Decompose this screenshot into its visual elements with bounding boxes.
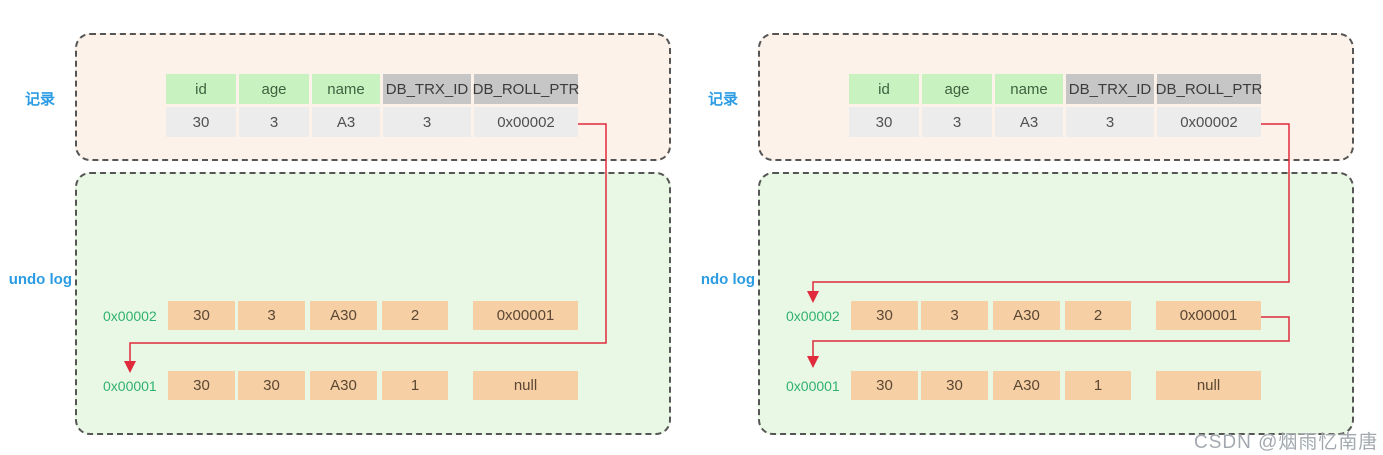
record-value-roll-ptr: 0x00002 — [474, 107, 578, 137]
record-header-trx-id: DB_TRX_ID — [1066, 74, 1154, 104]
record-header-roll-ptr: DB_ROLL_PTR — [1156, 74, 1262, 104]
record-value-age: 3 — [239, 107, 309, 137]
undo-cell-name: A30 — [310, 301, 377, 330]
record-header-row: id age name DB_TRX_ID DB_ROLL_PTR — [849, 74, 1262, 104]
undo-cell-id: 30 — [851, 301, 918, 330]
undo-cell-name: A30 — [310, 371, 377, 400]
undo-log-row: 30 3 A30 2 0x00001 — [168, 301, 578, 330]
record-value-trx-id: 3 — [1066, 107, 1154, 137]
undo-cell-name: A30 — [993, 371, 1060, 400]
undo-row-address: 0x00001 — [786, 377, 840, 394]
record-value-row: 30 3 A3 3 0x00002 — [849, 107, 1261, 137]
undo-cell-trx-id: 2 — [382, 301, 448, 330]
undo-cell-id: 30 — [168, 301, 235, 330]
undo-log-row: 30 3 A30 2 0x00001 — [851, 301, 1261, 330]
undo-cell-id: 30 — [168, 371, 235, 400]
record-value-name: A3 — [995, 107, 1063, 137]
record-header-id: id — [166, 74, 236, 104]
record-header-row: id age name DB_TRX_ID DB_ROLL_PTR — [166, 74, 579, 104]
undo-cell-trx-id: 2 — [1065, 301, 1131, 330]
undo-row-address: 0x00002 — [786, 307, 840, 324]
record-header-age: age — [239, 74, 309, 104]
record-header-trx-id: DB_TRX_ID — [383, 74, 471, 104]
record-value-trx-id: 3 — [383, 107, 471, 137]
record-header-age: age — [922, 74, 992, 104]
undo-cell-roll-ptr: 0x00001 — [1156, 301, 1261, 330]
undo-cell-roll-ptr: null — [473, 371, 578, 400]
record-header-id: id — [849, 74, 919, 104]
record-value-name: A3 — [312, 107, 380, 137]
undo-cell-age: 30 — [238, 371, 305, 400]
undo-log-region-label: ndo log — [700, 271, 755, 288]
undo-log-row: 30 30 A30 1 null — [851, 371, 1261, 400]
undo-cell-age: 3 — [238, 301, 305, 330]
record-value-id: 30 — [849, 107, 919, 137]
undo-cell-age: 3 — [921, 301, 988, 330]
undo-cell-roll-ptr: null — [1156, 371, 1261, 400]
undo-row-address: 0x00002 — [103, 307, 157, 324]
panel-left: 记录 undo log id age name DB_TRX_ID DB_ROL… — [9, 0, 675, 455]
undo-cell-name: A30 — [993, 301, 1060, 330]
record-value-row: 30 3 A3 3 0x00002 — [166, 107, 578, 137]
undo-log-row: 30 30 A30 1 null — [168, 371, 578, 400]
undo-cell-roll-ptr: 0x00001 — [473, 301, 578, 330]
record-header-name: name — [312, 74, 380, 104]
record-region-label: 记录 — [707, 91, 738, 108]
record-header-roll-ptr: DB_ROLL_PTR — [473, 74, 579, 104]
record-value-age: 3 — [922, 107, 992, 137]
panel-right: 记录 ndo log id age name DB_TRX_ID DB_ROLL… — [701, 0, 1358, 455]
record-value-id: 30 — [166, 107, 236, 137]
csdn-watermark: CSDN @烟雨忆南唐 — [1194, 432, 1379, 453]
undo-cell-trx-id: 1 — [1065, 371, 1131, 400]
undo-cell-age: 30 — [921, 371, 988, 400]
record-header-name: name — [995, 74, 1063, 104]
record-region-label: 记录 — [24, 91, 55, 108]
undo-row-address: 0x00001 — [103, 377, 157, 394]
record-value-roll-ptr: 0x00002 — [1157, 107, 1261, 137]
undo-log-region-label: undo log — [8, 271, 72, 288]
undo-cell-trx-id: 1 — [382, 371, 448, 400]
undo-cell-id: 30 — [851, 371, 918, 400]
